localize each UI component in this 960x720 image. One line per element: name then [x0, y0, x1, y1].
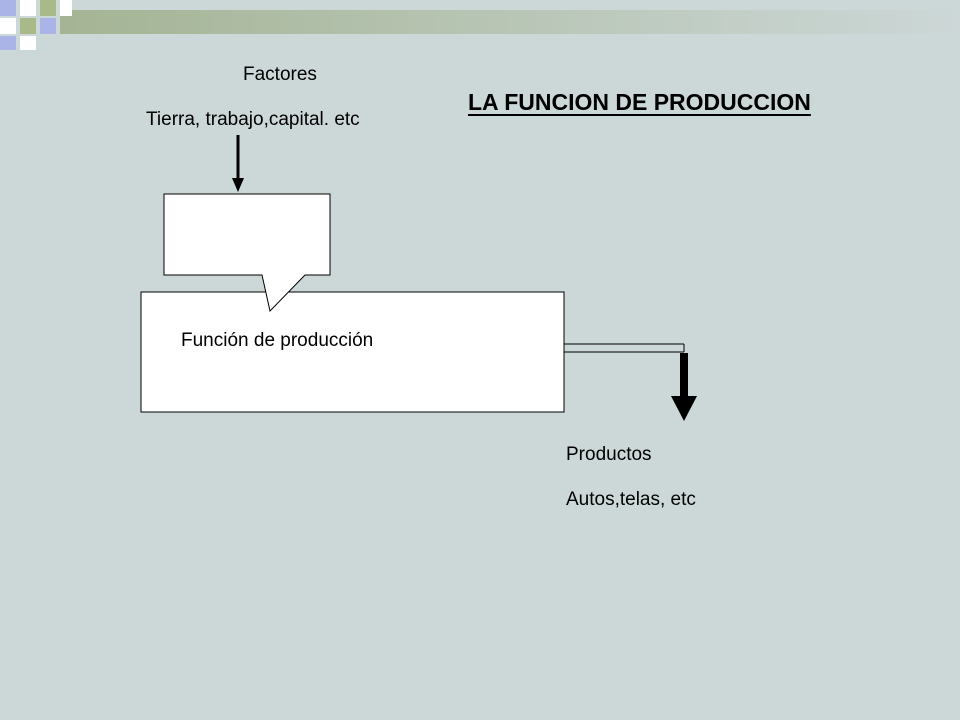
inputs-heading: Factores: [243, 64, 317, 85]
output-arrow-shaft: [680, 353, 688, 398]
output-arrow-head: [671, 396, 697, 421]
banner-square: [40, 0, 56, 16]
input-arrow-head: [232, 178, 244, 192]
banner-square: [40, 18, 56, 34]
banner-square: [20, 36, 36, 50]
banner-square: [0, 18, 16, 34]
page-title: LA FUNCION DE PRODUCCION: [468, 89, 811, 115]
callout-box: [163, 193, 331, 313]
process-label: Función de producción: [181, 330, 374, 351]
banner-square: [60, 0, 72, 16]
outputs-heading: Productos: [566, 444, 652, 465]
inputs-examples: Tierra, trabajo,capital. etc: [146, 109, 360, 130]
banner-square: [20, 0, 36, 16]
banner-square: [20, 18, 36, 34]
banner-square: [0, 36, 16, 50]
banner-gradient-bar: [60, 10, 960, 34]
production-function-box: [140, 291, 565, 413]
banner-square: [0, 0, 16, 16]
banner-square: [40, 36, 56, 50]
outputs-examples: Autos,telas, etc: [566, 489, 696, 510]
top-banner: [0, 0, 960, 50]
